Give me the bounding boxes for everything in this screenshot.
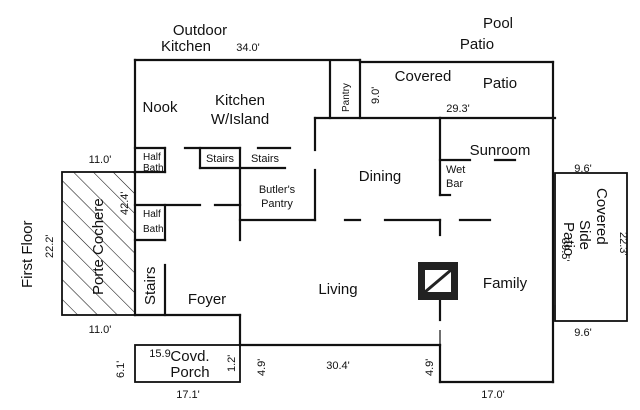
kitchen-label-line1: Kitchen xyxy=(215,92,265,109)
pool-patio-line2: Patio xyxy=(460,36,494,53)
dimension-leaders xyxy=(239,173,556,375)
outdoor-kitchen-line2: Kitchen xyxy=(161,38,211,55)
dim-porte-width-top: 11.0' xyxy=(89,154,112,166)
dim-top-width: 34.0' xyxy=(236,42,260,54)
covered-side-patio-line3: Patio xyxy=(560,222,577,256)
dim-family-bottom: 17.0' xyxy=(481,389,505,401)
dim-side-patio-depth: 22.3' xyxy=(617,232,629,256)
kitchen-label-line2: W/Island xyxy=(211,111,269,128)
dim-step-left: 4.9' xyxy=(256,359,268,376)
stairs-label-1: Stairs xyxy=(206,153,235,165)
dim-patio-depth: 9.0' xyxy=(370,87,382,104)
porte-cochere-label: Porte Cochere xyxy=(90,198,107,295)
butlers-pantry-line2: Pantry xyxy=(261,198,293,210)
covd-porch-line1: Covd. xyxy=(170,348,209,365)
stairs-label-3: Stairs xyxy=(142,267,159,305)
family-label: Family xyxy=(483,275,528,292)
half-bath-top-line2: Bath xyxy=(143,163,164,174)
nook-label: Nook xyxy=(142,99,178,116)
dim-porch-depth-left: 6.1' xyxy=(115,361,127,378)
porte-cochere-area xyxy=(61,171,136,316)
covd-porch-line2: Porch xyxy=(170,364,209,381)
foyer-label: Foyer xyxy=(188,291,226,308)
pool-patio-line1: Pool xyxy=(483,15,513,32)
dim-step-right: 4.9' xyxy=(424,359,436,376)
dining-label: Dining xyxy=(359,168,402,185)
dim-side-patio-width-bottom: 9.6' xyxy=(574,327,591,339)
pantry-label: Pantry xyxy=(341,83,352,112)
half-bath-top-line1: Half xyxy=(143,152,161,163)
dim-porch-depth-right: 1.2' xyxy=(226,355,238,372)
covered-side-patio-line2: Side xyxy=(576,220,593,250)
dim-living-bottom: 30.4' xyxy=(326,360,350,372)
sunroom-label: Sunroom xyxy=(470,142,531,159)
covered-patio-line2: Patio xyxy=(483,75,517,92)
exterior-walls xyxy=(133,58,557,384)
wet-bar-line1: Wet xyxy=(446,164,465,176)
covered-side-patio-line1: Covered xyxy=(593,188,610,245)
floor-title: First Floor xyxy=(19,220,36,288)
covered-patio-line1: Covered xyxy=(395,68,452,85)
dim-family-depth: 39.5' xyxy=(559,238,571,262)
dim-patio-width: 29.3' xyxy=(446,103,470,115)
dim-porte-depth: 22.2' xyxy=(44,234,56,258)
dim-porch-width: 15.9 xyxy=(149,348,170,360)
interior-walls xyxy=(133,60,517,322)
covered-side-patio-outline xyxy=(554,172,628,322)
wet-bar-line2: Bar xyxy=(446,178,463,190)
half-bath-bottom-line2: Bath xyxy=(143,224,164,235)
living-label: Living xyxy=(318,281,357,298)
dim-stair-hall-length: 42.4' xyxy=(119,191,131,215)
butlers-pantry-line1: Butler's xyxy=(259,184,296,196)
covered-patio-outline xyxy=(358,60,555,120)
outdoor-kitchen-line1: Outdoor xyxy=(173,22,227,39)
dimension-labels: 34.0' 9.0' 29.3' 11.0' 11.0' 22.2' 42.4'… xyxy=(44,42,629,401)
dim-side-patio-width-top: 9.6' xyxy=(574,163,591,175)
dim-porte-width-bottom: 11.0' xyxy=(89,324,112,336)
labels: First Floor Outdoor Kitchen Pool Patio N… xyxy=(19,15,610,381)
fireplace-icon xyxy=(418,262,458,300)
dim-porch-bottom: 17.1' xyxy=(176,389,200,401)
stairs-label-2: Stairs xyxy=(251,153,280,165)
half-bath-bottom-line1: Half xyxy=(143,209,161,220)
